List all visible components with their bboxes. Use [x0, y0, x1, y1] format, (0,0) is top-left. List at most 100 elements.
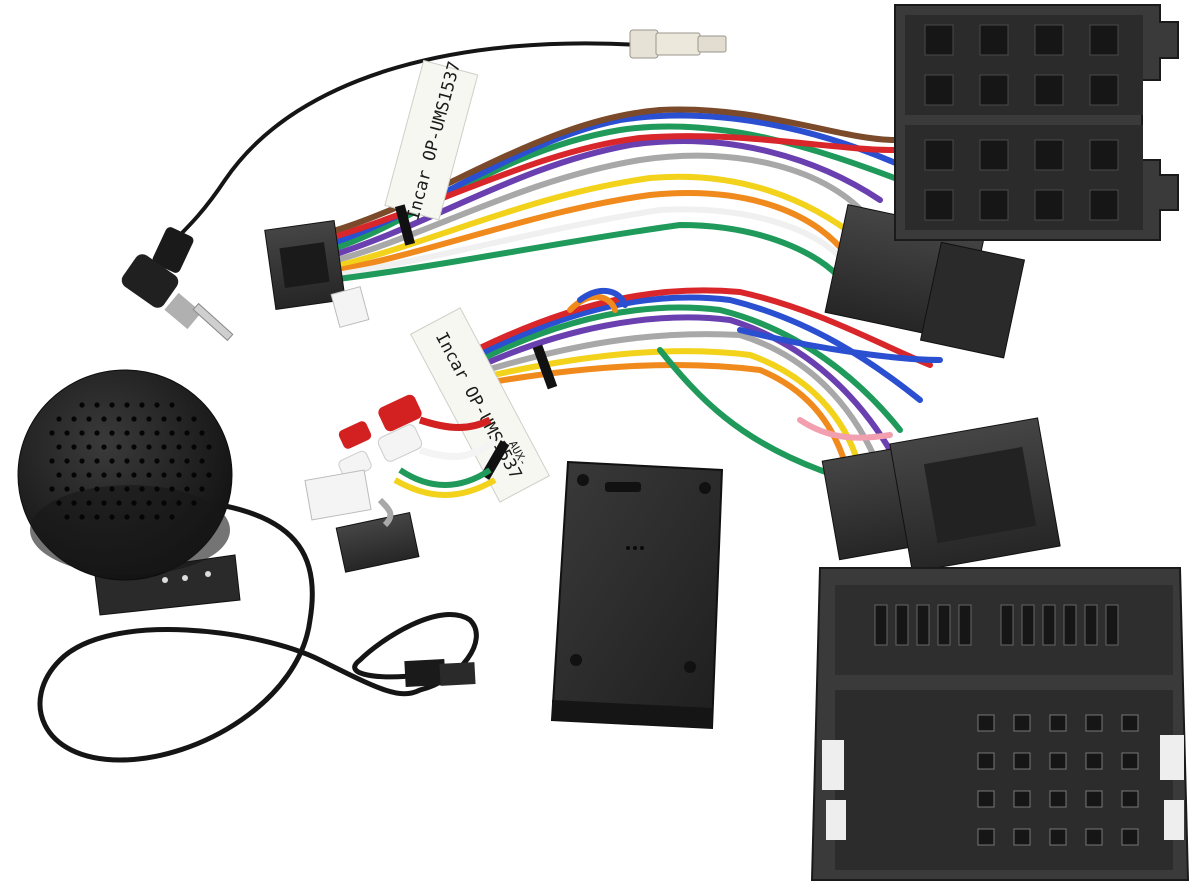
quadlock-pin-slot [1105, 604, 1119, 646]
speaker-hole [86, 416, 92, 422]
quadlock-pin-slot [958, 604, 972, 646]
iso-connector-icon [894, 4, 1179, 241]
speaker-hole [79, 486, 85, 492]
speaker-hole [161, 500, 167, 506]
speaker-hole [176, 500, 182, 506]
speaker-hole [131, 472, 137, 478]
quadlock-pin-slot [1085, 714, 1103, 732]
iso-pin-slot [979, 24, 1009, 56]
speaker-hole [64, 430, 70, 436]
iso-pin-slot [979, 139, 1009, 171]
speaker-cable [37, 502, 479, 763]
fakra-connector-icon [629, 29, 727, 59]
quadlock-pin-slot [1063, 604, 1077, 646]
speaker-hole [191, 500, 197, 506]
speaker-hole [71, 500, 77, 506]
speaker-hole [56, 444, 62, 450]
quadlock-pin-slot [1049, 790, 1067, 808]
speaker-hole [56, 500, 62, 506]
speaker-hole [169, 514, 175, 520]
iso-pin-slot [979, 189, 1009, 221]
speaker-hole [101, 444, 107, 450]
quadlock-pin-slot [1084, 604, 1098, 646]
speaker-hole [206, 444, 212, 450]
speaker-hole [64, 486, 70, 492]
quadlock-pin-slot [1013, 790, 1031, 808]
speaker-hole [94, 458, 100, 464]
speaker-hole [124, 430, 130, 436]
speaker-hole [139, 514, 145, 520]
speaker-hole [139, 458, 145, 464]
speaker-hole [169, 486, 175, 492]
iso-pin-slot [1034, 189, 1064, 221]
speaker-hole [71, 444, 77, 450]
quadlock-pin-slot [1021, 604, 1035, 646]
iso-pin-slot [924, 189, 954, 221]
black-small-connector [335, 497, 420, 573]
speaker-hole [109, 486, 115, 492]
iso-pin-slot [1034, 139, 1064, 171]
speaker-hole [146, 444, 152, 450]
rca-plugs [338, 394, 498, 498]
speaker-hole [109, 402, 115, 408]
speaker-hole [71, 472, 77, 478]
quadlock-pin-slot [874, 604, 888, 646]
speaker-hole [154, 486, 160, 492]
iso-pin-slot [1089, 24, 1119, 56]
speaker-hole [169, 430, 175, 436]
speaker-hole [49, 486, 55, 492]
vehicle-side-connector [821, 417, 1061, 573]
speaker-hole [199, 458, 205, 464]
speaker-hole [101, 472, 107, 478]
quadlock-pin-slot [977, 714, 995, 732]
quadlock-pin-slot [937, 604, 951, 646]
speaker-hole [94, 514, 100, 520]
speaker-hole [191, 472, 197, 478]
quadlock-pin-slot [1049, 714, 1067, 732]
speaker-hole [191, 416, 197, 422]
speaker-hole [56, 472, 62, 478]
speaker-hole [116, 500, 122, 506]
quadlock-pin-slot [1121, 790, 1139, 808]
quadlock-pin-slot [916, 604, 930, 646]
canbus-box-icon [550, 460, 724, 730]
speaker-hole [86, 444, 92, 450]
speaker-hole [199, 486, 205, 492]
speaker-hole [116, 416, 122, 422]
speaker-hole [154, 402, 160, 408]
speaker-icon [17, 369, 241, 616]
speaker-hole [56, 416, 62, 422]
speaker-hole [139, 402, 145, 408]
quadlock-pin-slot [1121, 828, 1139, 846]
speaker-hole [116, 444, 122, 450]
iso-pin-slot [1034, 24, 1064, 56]
iso-pin-slot [1034, 74, 1064, 106]
speaker-hole [79, 402, 85, 408]
iso-pin-slot [924, 24, 954, 56]
speaker-hole [109, 430, 115, 436]
iso-pin-slot [1089, 139, 1119, 171]
cable-tie [532, 344, 558, 390]
speaker-hole [79, 458, 85, 464]
speaker-hole [124, 486, 130, 492]
speaker-hole [184, 458, 190, 464]
speaker-hole [124, 458, 130, 464]
antenna-cable [121, 29, 727, 342]
speaker-hole [146, 416, 152, 422]
quadlock-pin-slot [1013, 714, 1031, 732]
speaker-hole [184, 486, 190, 492]
speaker-hole [64, 458, 70, 464]
speaker-hole [86, 472, 92, 478]
quadlock-pin-slot [1013, 828, 1031, 846]
speaker-hole [116, 472, 122, 478]
quadlock-pin-slot [1121, 714, 1139, 732]
antenna-plug-icon [121, 227, 234, 342]
speaker-hole [101, 416, 107, 422]
speaker-hole [199, 430, 205, 436]
speaker-hole [94, 402, 100, 408]
quadlock-pin-slot [1085, 790, 1103, 808]
speaker-hole [169, 402, 175, 408]
quadlock-connector-icon [810, 567, 1190, 881]
speaker-hole [64, 514, 70, 520]
